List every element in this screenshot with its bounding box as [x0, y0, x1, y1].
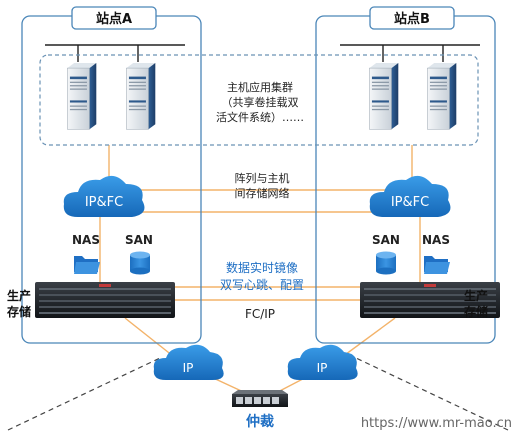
nas-label-right: NAS	[422, 233, 450, 247]
fcip-label: FC/IP	[245, 307, 275, 321]
host-cluster-box	[39, 54, 479, 146]
svg-text:IP&FC: IP&FC	[85, 195, 123, 210]
arbitration-label: 仲裁	[246, 413, 274, 430]
server-icon	[426, 62, 457, 130]
ip-cloud-left: IP	[153, 344, 224, 380]
ip-cloud-right: IP	[287, 344, 358, 380]
cluster-text-line3: 活文件系统）……	[216, 110, 304, 124]
svg-text:IP&FC: IP&FC	[391, 195, 429, 210]
site-b-storage-label-line2: 存储	[463, 304, 488, 319]
storage-array-icon	[35, 282, 175, 318]
watermark-url: https://www.mr-mao.cn	[361, 416, 512, 431]
storage-network-line1: 阵列与主机	[235, 171, 290, 185]
site-b-title: 站点B	[394, 11, 430, 27]
san-label-right: SAN	[372, 233, 400, 247]
mirror-text-line1: 数据实时镜像	[226, 260, 298, 275]
svg-text:IP: IP	[183, 361, 194, 375]
server-icon	[66, 62, 97, 130]
database-icon	[376, 251, 396, 275]
mirror-text-line2: 双写心跳、配置	[220, 278, 304, 292]
cluster-text-line1: 主机应用集群	[227, 80, 293, 94]
site-a-storage-label-line2: 存储	[6, 304, 31, 319]
site-a-title-box	[71, 6, 157, 30]
database-icon	[130, 251, 150, 275]
server-icon	[368, 62, 399, 130]
san-label-left: SAN	[125, 233, 153, 247]
cluster-text-line2: （共享卷挂载双	[222, 95, 299, 109]
arbitration-server-icon	[232, 390, 288, 407]
server-icon	[125, 62, 156, 130]
ipfc-cloud-left: IP&FC	[63, 175, 145, 217]
site-b-storage-label-line1: 生产	[464, 288, 488, 303]
site-a-storage-label-line1: 生产	[7, 288, 31, 303]
nas-label-left: NAS	[72, 233, 100, 247]
site-a-title: 站点A	[96, 11, 132, 27]
storage-network-line2: 间存储网络	[235, 186, 290, 200]
folder-icon	[424, 256, 450, 274]
svg-text:IP: IP	[317, 361, 328, 375]
ipfc-cloud-right: IP&FC	[369, 175, 451, 217]
folder-icon	[74, 256, 100, 274]
site-b-title-box	[369, 6, 455, 30]
